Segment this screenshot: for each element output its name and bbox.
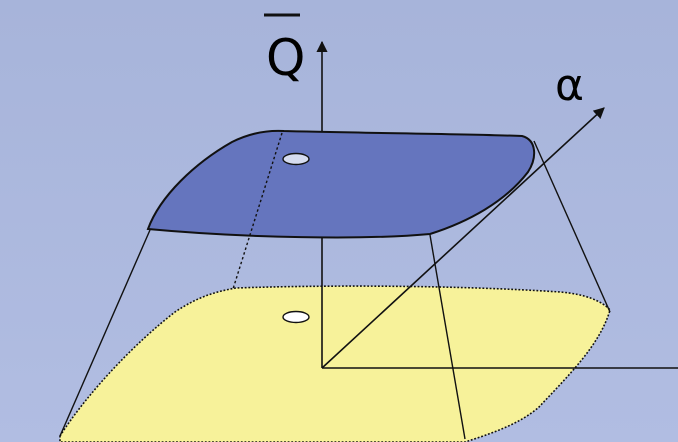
edge-left (59, 229, 151, 437)
lower-surface (59, 285, 611, 442)
edge-hidden (232, 132, 283, 290)
lower-surface-point (282, 310, 310, 324)
alpha-axis (321, 107, 605, 369)
edge-front (429, 234, 466, 440)
upper-surface-point (282, 152, 310, 166)
edge-right (533, 140, 611, 313)
alpha-axis-label: α (555, 60, 584, 111)
q-axis-label: Q (266, 29, 305, 87)
upper-surface (146, 129, 536, 239)
